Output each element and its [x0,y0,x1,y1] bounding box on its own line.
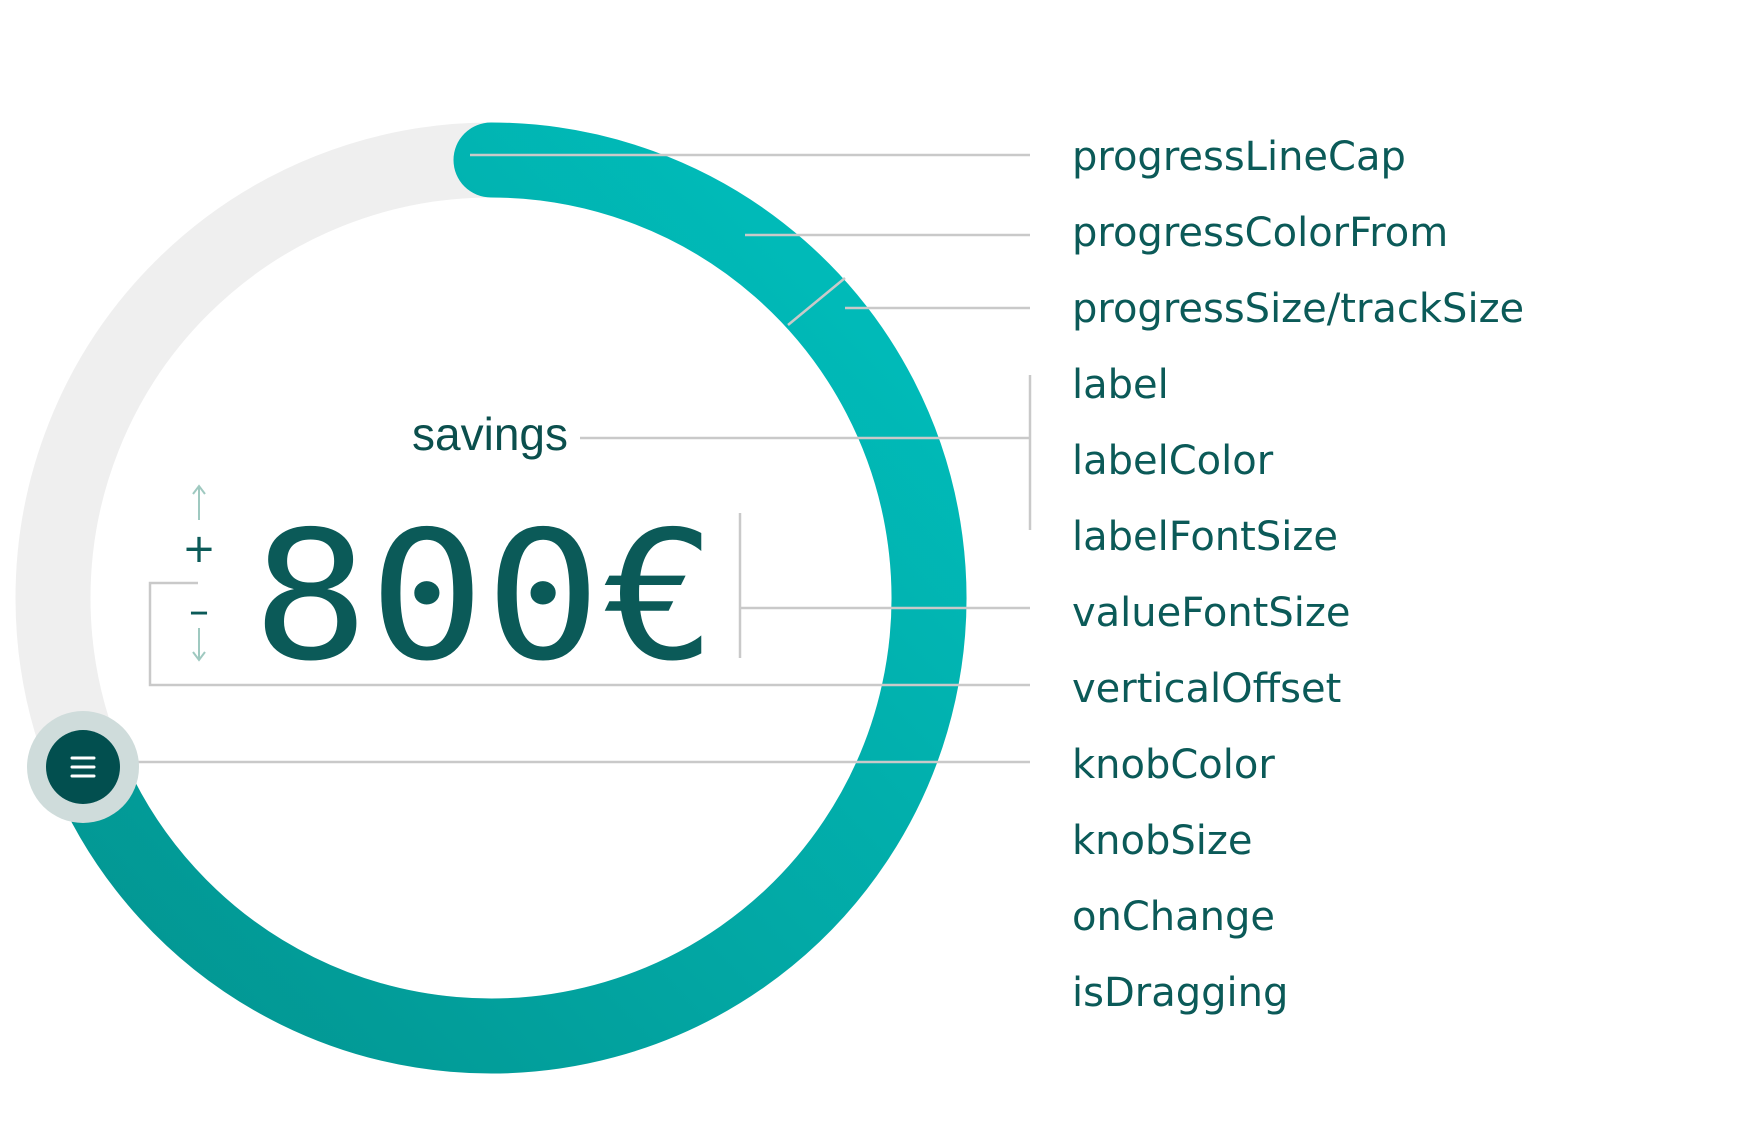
leader-vertical-offset [148,581,1030,687]
arrow-down-head [192,651,206,662]
slider-value: 800€ [253,493,718,700]
vertical-offset-stepper[interactable]: + – [182,484,216,662]
slider-knob[interactable] [27,711,139,823]
property-is-dragging: isDragging [1072,970,1288,1016]
property-label-font-size: labelFontSize [1072,514,1338,560]
arrow-up-head [192,484,206,495]
property-value-font-size: valueFontSize [1072,590,1350,636]
leader-progress-size-diagonal [787,277,846,326]
property-label-color: labelColor [1072,438,1274,484]
property-vertical-offset: verticalOffset [1072,666,1341,712]
slider-label: savings [412,408,568,460]
property-knob-size: knobSize [1072,818,1253,864]
menu-lines-icon [70,756,96,778]
annotation-leaders [120,153,1032,764]
increment-button[interactable]: + [182,526,216,572]
property-knob-color: knobColor [1072,742,1275,788]
property-label: label [1072,362,1169,408]
property-list: progressLineCap progressColorFrom progre… [1072,134,1524,1016]
property-progress-color-from: progressColorFrom [1072,210,1448,256]
circular-slider[interactable] [15,122,967,1074]
slider-progress-arc [48,122,967,1074]
property-progress-line-cap: progressLineCap [1072,134,1406,180]
decrement-button[interactable]: – [189,588,209,634]
property-progress-size-track-size: progressSize/trackSize [1072,286,1524,332]
property-on-change: onChange [1072,894,1275,940]
